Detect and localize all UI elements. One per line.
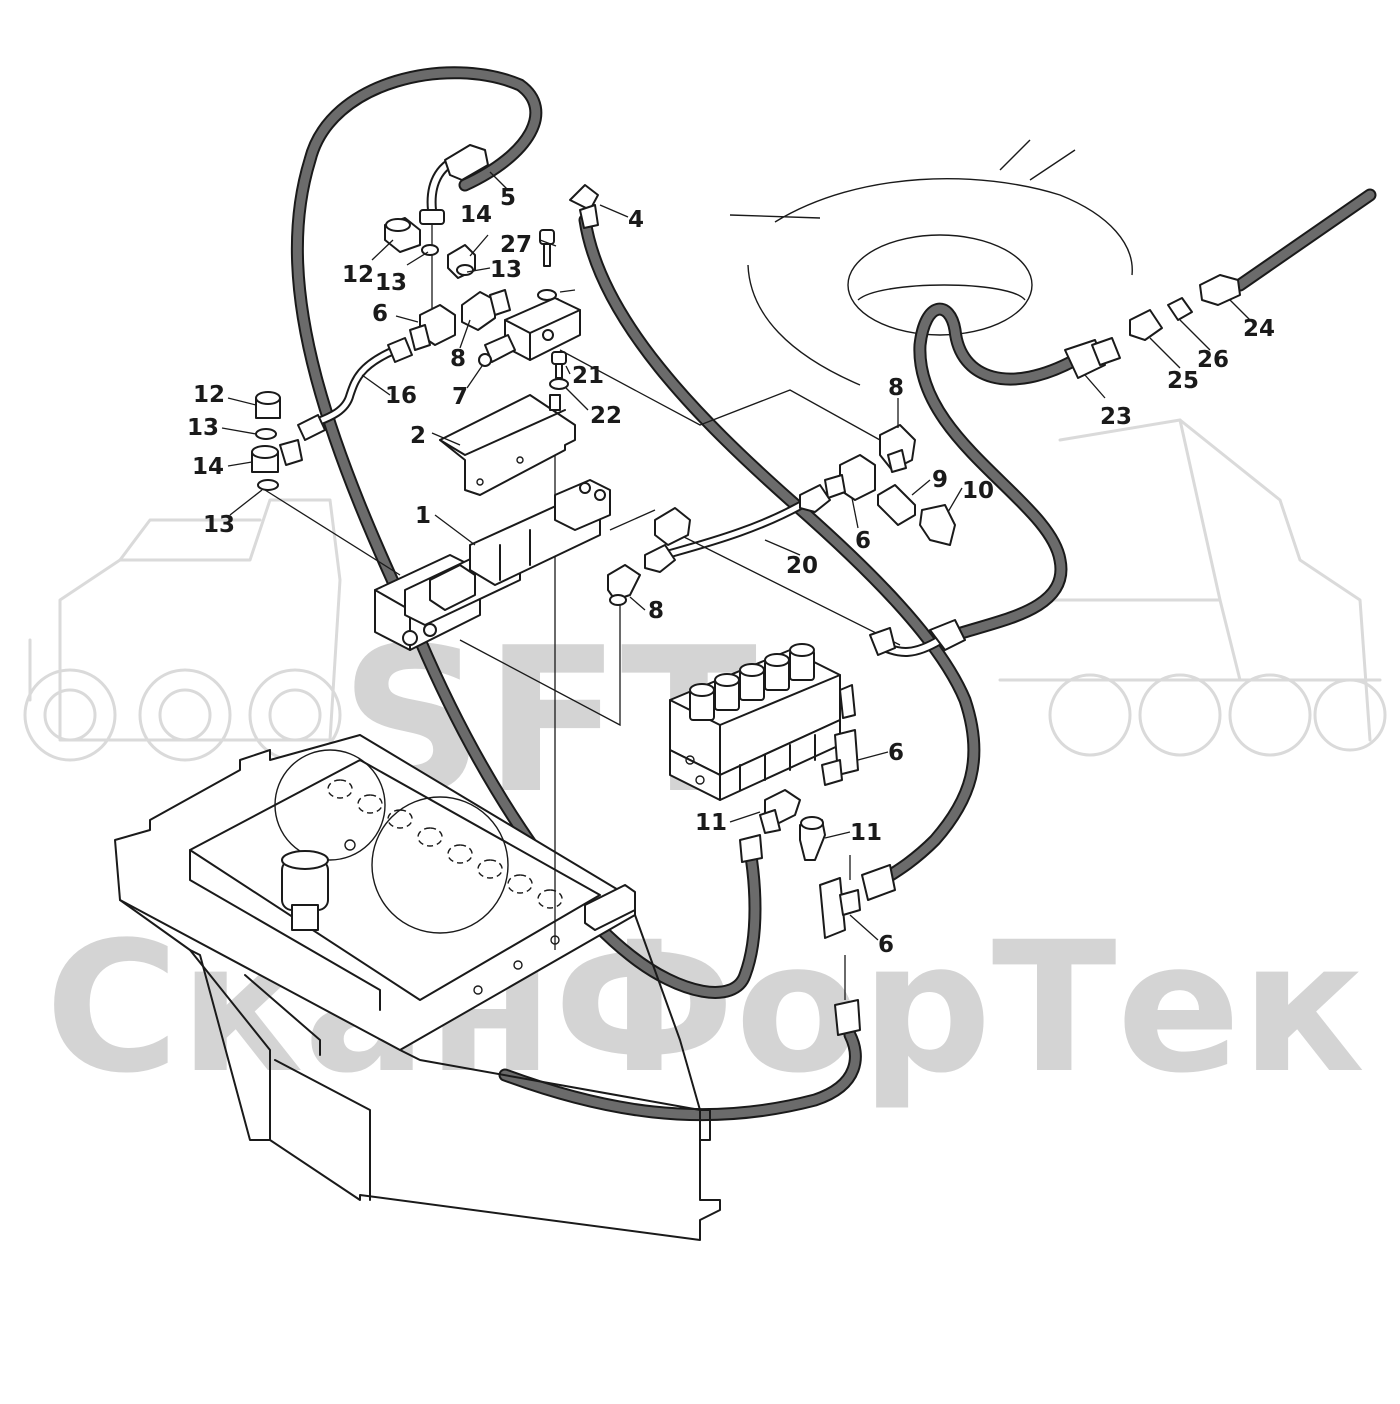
lower-housing xyxy=(114,734,721,1241)
callout-9: 9 xyxy=(932,467,948,493)
callout-6-bottom: 6 xyxy=(878,932,894,958)
callout-22: 23 xyxy=(1100,404,1132,430)
callout-13-top-left: 13 xyxy=(375,270,407,296)
callout-2: 2 xyxy=(410,423,426,449)
callout-26: 27 xyxy=(500,232,532,258)
callout-4: 4 xyxy=(628,207,644,233)
callout-6-top: 6 xyxy=(372,301,388,327)
callout-16: 20 xyxy=(786,553,818,579)
callout-24: 25 xyxy=(1167,368,1199,394)
callout-14-left: 14 xyxy=(192,454,224,480)
callout-leaders xyxy=(221,171,1251,941)
callout-25: 26 xyxy=(1197,347,1229,373)
callout-20: 21 xyxy=(572,363,604,389)
callout-1: 1 xyxy=(415,503,431,529)
callout-8-top: 8 xyxy=(450,346,466,372)
valve-block xyxy=(478,297,581,367)
solenoid-coils xyxy=(689,643,815,721)
cylinder-assembly xyxy=(374,479,611,651)
callout-12-top: 12 xyxy=(342,262,374,288)
callout-21: 22 xyxy=(590,403,622,429)
leader-lines xyxy=(264,215,901,1000)
callout-13-top-right: 13 xyxy=(490,257,522,283)
solenoid-valve-bank xyxy=(669,643,841,801)
callout-11-left: 11 xyxy=(695,810,727,836)
bracket-2 xyxy=(439,394,576,496)
callout-15: 16 xyxy=(385,383,417,409)
callout-6-right: 6 xyxy=(855,528,871,554)
callout-8-right: 8 xyxy=(888,375,904,401)
callout-6-lower: 6 xyxy=(888,740,904,766)
callout-10: 10 xyxy=(962,478,994,504)
callout-5: 5 xyxy=(500,185,516,211)
callout-7: 7 xyxy=(452,384,468,410)
callout-labels: 5 4 14 27 12 13 13 6 8 7 21 16 22 2 1 12… xyxy=(187,185,1275,958)
callout-23: 24 xyxy=(1243,316,1275,342)
callout-13-left-b: 13 xyxy=(203,512,235,538)
callout-14-top: 14 xyxy=(460,202,492,228)
watermark-tractor-left xyxy=(23,498,342,762)
callout-11-right: 11 xyxy=(850,820,882,846)
callout-13-left-a: 13 xyxy=(187,415,219,441)
callout-8-lower: 8 xyxy=(648,598,664,624)
callout-12-left: 12 xyxy=(193,382,225,408)
fittings xyxy=(251,144,1241,1036)
tank-outline xyxy=(729,139,1133,386)
watermark-excavator-right xyxy=(998,418,1387,757)
